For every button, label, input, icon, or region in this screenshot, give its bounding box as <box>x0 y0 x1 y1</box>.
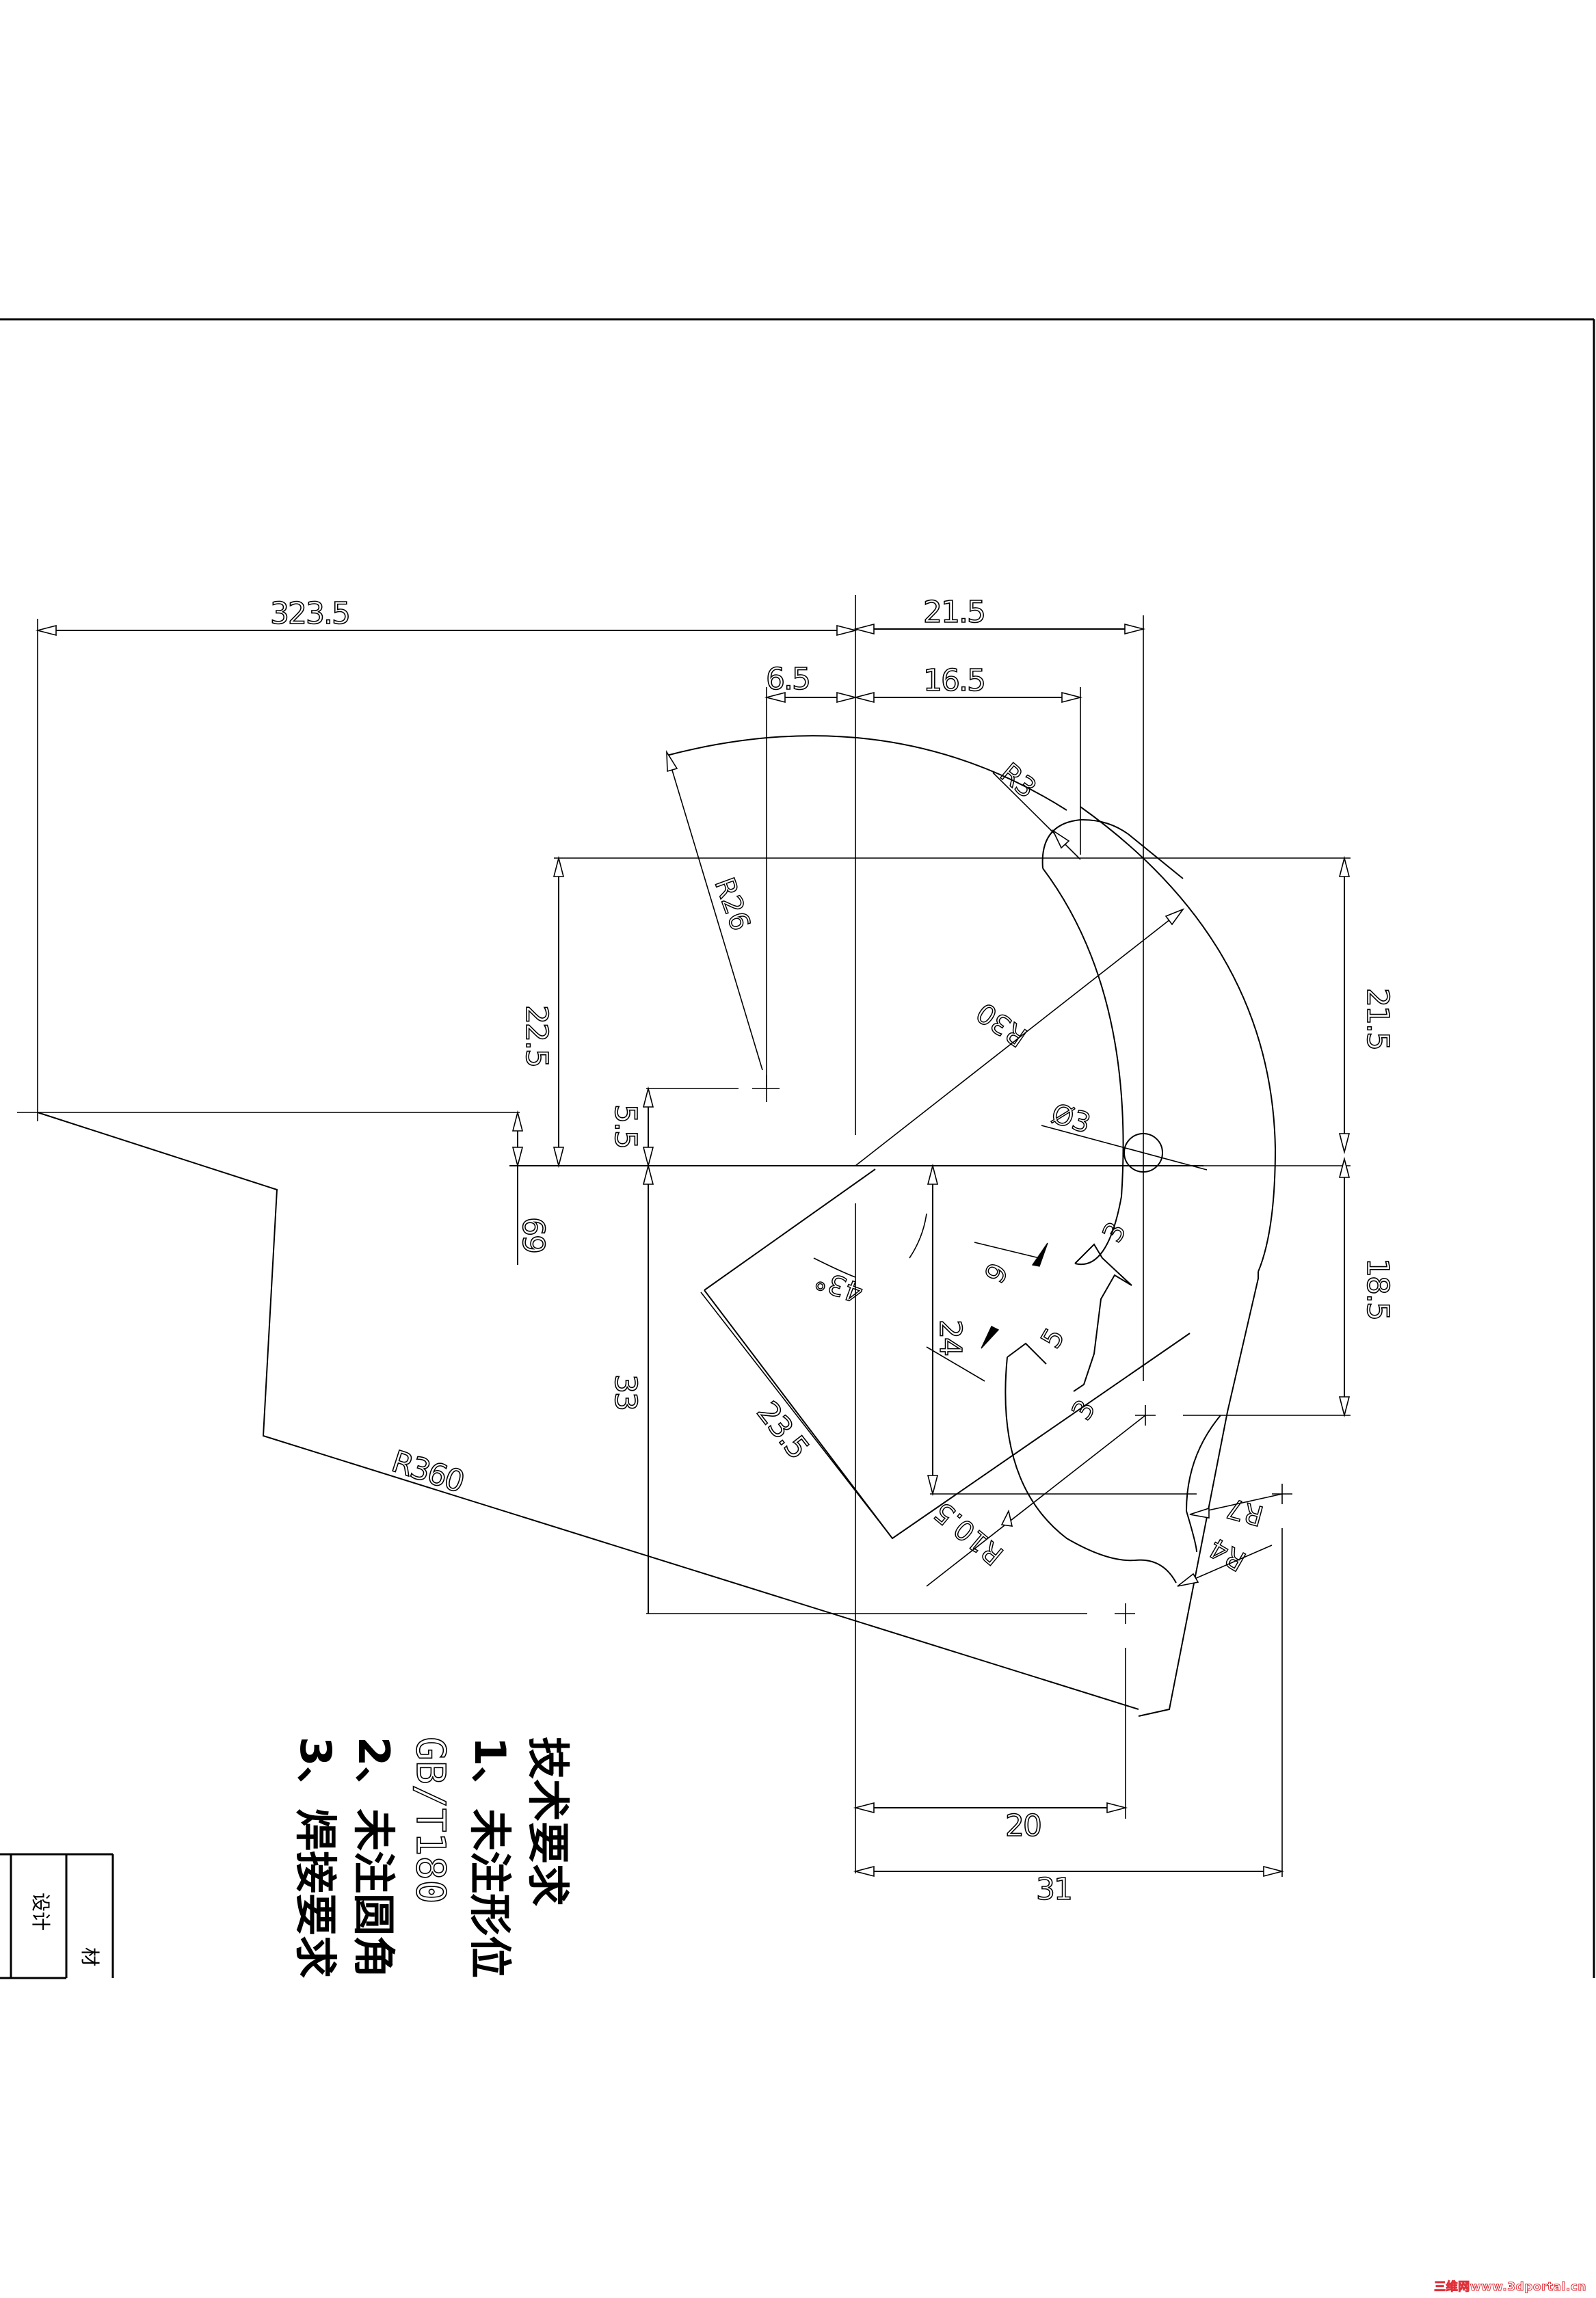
dim-21-5-top: 21.5 <box>923 595 985 630</box>
radius-r10-5-label: R10.5 <box>928 1495 1009 1571</box>
angle-43-label: 43° <box>811 1262 867 1308</box>
dim-323-5: 323.5 <box>270 596 349 631</box>
notch-5-label: 5 <box>1035 1323 1072 1354</box>
dim-22-5: 22.5 <box>519 1005 554 1067</box>
dim-6-5: 6.5 <box>766 662 810 697</box>
tech-req-item-3: 3、焊接要求 <box>291 1737 341 1978</box>
dim-20: 20 <box>1005 1808 1041 1843</box>
hole-dia-3 <box>1041 1125 1208 1173</box>
radius-r30-label: R30 <box>971 996 1033 1053</box>
title-block-design: 设计 <box>29 1893 52 1931</box>
radius-r26-label: R26 <box>708 874 756 935</box>
tech-req-item-1: 1、未注形位 <box>465 1737 515 1978</box>
watermark: 三维网www.3dportal.cn <box>1434 2280 1586 2295</box>
tech-req-item-1-cont: GB/T180 <box>408 1737 454 1903</box>
radius-r360-label: R360 <box>388 1444 468 1499</box>
tech-requirements: 技术要求 1、未注形位 GB/T180 2、未注圆角 3、焊接要求 <box>291 1736 573 1978</box>
center-lines <box>17 595 1351 1877</box>
title-block-material: 材 <box>79 1947 101 1966</box>
tech-req-item-2: 2、未注圆角 <box>349 1737 399 1978</box>
radius-r3-label: R3 <box>994 757 1042 804</box>
dim-18-5-right: 18.5 <box>1360 1258 1395 1320</box>
tech-req-title: 技术要求 <box>523 1737 573 1906</box>
title-block: 设计 材 <box>0 1853 114 1979</box>
part-outline <box>37 735 1277 1717</box>
dim-33: 33 <box>608 1374 643 1410</box>
dimension-lines <box>35 623 1351 1878</box>
hole-dia-label: Ø3 <box>1048 1098 1094 1140</box>
radius-r7-label: R7 <box>1223 1492 1266 1532</box>
radius-r4-label: R4 <box>1204 1532 1251 1577</box>
notch-9-label: 9 <box>979 1258 1015 1289</box>
dim-5-5: 5.5 <box>608 1104 643 1148</box>
notch-3b-label: 3 <box>1066 1395 1102 1426</box>
dim-31: 31 <box>1036 1872 1072 1907</box>
dim-23-5: 23.5 <box>749 1395 815 1465</box>
notch-3-label: 3 <box>1097 1217 1133 1248</box>
dim-21-5-right: 21.5 <box>1360 988 1395 1050</box>
dim-24: 24 <box>933 1320 968 1355</box>
dim-16-5: 16.5 <box>923 663 985 698</box>
dimension-labels: 323.5 21.5 6.5 16.5 R3 R26 R30 Ø3 22.5 5… <box>269 594 1396 1908</box>
drawing-frame <box>0 318 1595 1978</box>
dim-69: 69 <box>516 1217 550 1253</box>
